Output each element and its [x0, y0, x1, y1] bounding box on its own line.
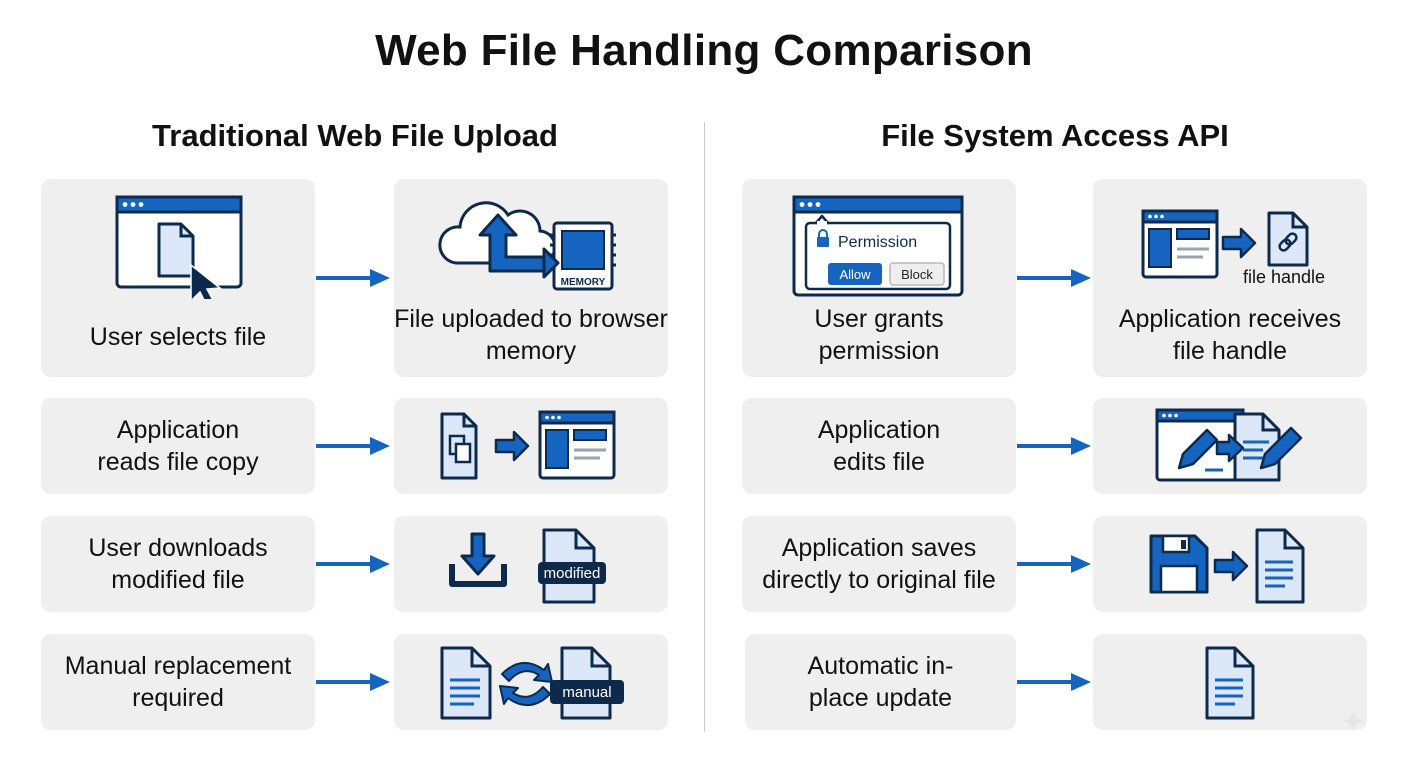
step-card-saves-icon — [1093, 516, 1367, 612]
allow-button-label: Allow — [839, 267, 871, 282]
step-card-edits-icon — [1093, 398, 1367, 494]
step-text: Automatic in-place update — [807, 652, 954, 712]
save-to-file-icon — [1149, 528, 1305, 604]
step-text: Application saves directly to original f… — [762, 534, 996, 594]
file-handle-label: file handle — [1243, 267, 1326, 287]
edit-file-icon — [1155, 408, 1303, 482]
browser-file-cursor-icon — [115, 195, 243, 299]
download-icon: modified — [449, 528, 606, 604]
arrow-right-icon — [316, 555, 390, 573]
step-card-downloads-icon: modified — [394, 516, 668, 612]
step-text: Manual replacement required — [64, 652, 292, 712]
step-text: User grants permission — [814, 305, 944, 365]
step-text: Application reads file copy — [97, 416, 259, 476]
step-text: File uploaded to browser memory — [394, 303, 668, 367]
swap-files-icon: manual — [440, 646, 624, 720]
step-card-receives-handle: file handle Application receives file ha… — [1093, 179, 1367, 377]
permission-dialog-title: Permission — [838, 234, 917, 251]
step-card-user-selects: User selects file — [41, 179, 315, 377]
arrow-right-icon — [1017, 673, 1091, 691]
api-heading: File System Access API — [881, 118, 1229, 153]
page-title: Web File Handling Comparison — [375, 26, 1033, 75]
step-card-manual-icon: manual — [394, 634, 668, 730]
arrow-right-icon — [1017, 555, 1091, 573]
permission-dialog-icon: Permission Allow Block — [792, 195, 964, 297]
step-text: User selects file — [89, 323, 267, 351]
step-card-grants-permission: Permission Allow Block User grants permi… — [742, 179, 1016, 377]
traditional-heading: Traditional Web File Upload — [152, 118, 558, 153]
block-button-label: Block — [901, 267, 933, 282]
sparkle-icon — [1343, 711, 1363, 731]
step-card-reads-copy: Application reads file copy — [41, 398, 315, 494]
modified-tag-label: modified — [544, 565, 601, 582]
document-icon — [1205, 646, 1255, 720]
arrow-right-icon — [316, 269, 390, 287]
memory-chip-label: MEMORY — [561, 277, 606, 288]
arrow-right-icon — [316, 673, 390, 691]
file-copy-to-app-icon — [440, 410, 616, 480]
cloud-upload-memory-icon: MEMORY — [438, 201, 616, 291]
arrow-right-icon — [1017, 437, 1091, 455]
arrow-right-icon — [1017, 269, 1091, 287]
step-card-manual-replacement: Manual replacement required — [41, 634, 315, 730]
step-text-value: File uploaded to browser memory — [394, 305, 668, 365]
step-text: Application receives file handle — [1118, 305, 1342, 365]
step-card-edits: Application edits file — [742, 398, 1016, 494]
step-text: User downloads modified file — [88, 534, 268, 594]
step-card-downloads: User downloads modified file — [41, 516, 315, 612]
manual-tag-label: manual — [562, 684, 611, 701]
column-divider — [704, 122, 705, 732]
step-text: Application edits file — [817, 416, 941, 476]
arrow-right-icon — [316, 437, 390, 455]
step-card-saves: Application saves directly to original f… — [742, 516, 1016, 612]
step-card-file-uploaded: MEMORY File uploaded to browser memory — [394, 179, 668, 377]
app-file-handle-icon — [1141, 209, 1309, 279]
step-card-automatic: Automatic in-place update — [745, 634, 1016, 730]
step-card-automatic-icon — [1093, 634, 1367, 730]
step-card-reads-copy-icon — [394, 398, 668, 494]
